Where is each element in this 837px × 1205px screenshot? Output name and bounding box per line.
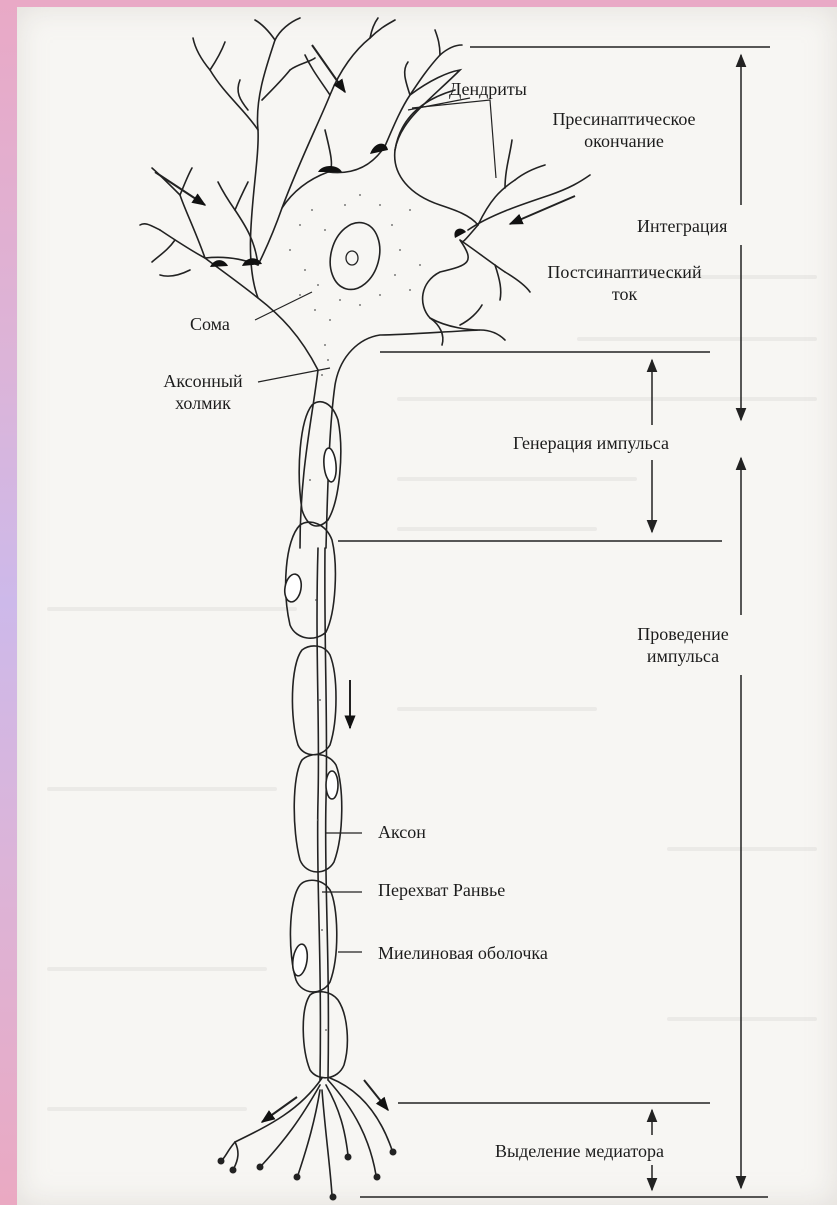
- dendrites-label: Дендриты: [449, 78, 527, 100]
- synapses: [210, 144, 466, 267]
- conduction-label-line1: Проведение: [618, 623, 748, 645]
- cytoplasm-stipple: [289, 194, 421, 1031]
- conduction-label: Проведение импульса: [618, 623, 748, 667]
- presynaptic-label: Пресинаптическое окончание: [524, 108, 724, 152]
- nucleus: [323, 217, 387, 295]
- postsynaptic-label: Постсинаптический ток: [517, 261, 732, 305]
- hillock-label-line2: холмик: [138, 392, 268, 414]
- postsynaptic-label-line1: Постсинаптический: [517, 261, 732, 283]
- axon-line: [317, 548, 320, 1080]
- myelin-sheath: [286, 402, 348, 1078]
- hillock-label: Аксонный холмик: [138, 370, 268, 414]
- myelin-label: Миелиновая оболочка: [378, 942, 548, 964]
- soma-outline: [205, 70, 480, 548]
- impulse-generation-label: Генерация импульса: [513, 432, 669, 454]
- hillock-label-line1: Аксонный: [138, 370, 268, 392]
- presynaptic-axon: [468, 175, 590, 230]
- postsynaptic-label-line2: ток: [517, 283, 732, 305]
- axon-label: Аксон: [378, 821, 426, 843]
- ranvier-label: Перехват Ранвье: [378, 879, 505, 901]
- axon-terminals: [222, 1078, 392, 1195]
- conduction-label-line2: импульса: [618, 645, 748, 667]
- transmitter-release-label: Выделение медиатора: [495, 1140, 664, 1162]
- input-arrow: [510, 196, 575, 224]
- soma-leader: [255, 292, 312, 320]
- dendrites-leader: [412, 100, 496, 178]
- input-arrow: [155, 172, 205, 205]
- presynaptic-label-line1: Пресинаптическое: [524, 108, 724, 130]
- integration-label: Интеграция: [637, 215, 727, 237]
- hillock-leader: [258, 368, 330, 382]
- soma-label: Сома: [190, 313, 230, 335]
- presynaptic-label-line2: окончание: [524, 130, 724, 152]
- nucleolus: [346, 251, 358, 265]
- input-arrow: [312, 45, 345, 92]
